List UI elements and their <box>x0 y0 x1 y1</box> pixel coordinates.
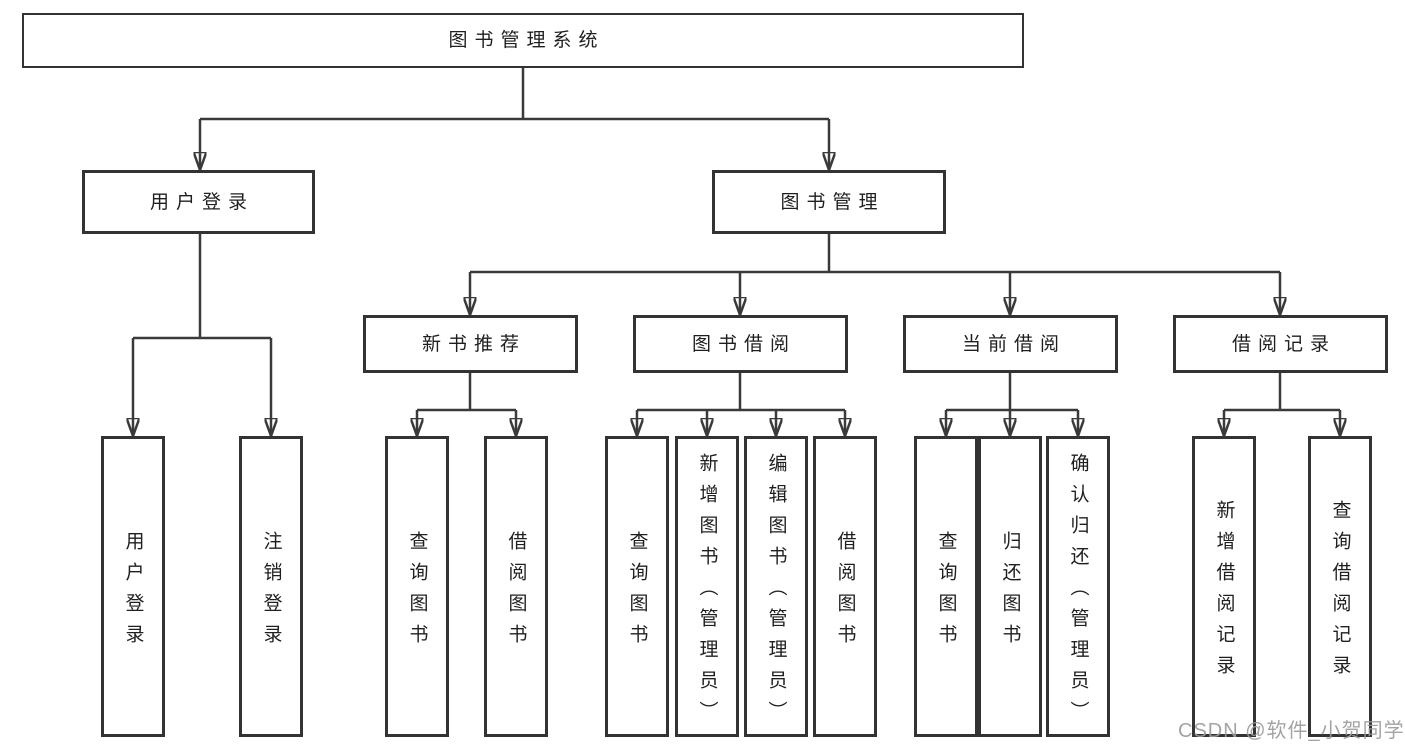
node-borrow-records-label: 借阅记录 <box>1231 333 1336 355</box>
connector-book-management-trunk <box>470 234 1280 274</box>
leaf-cb-query-books: 查询图书 <box>914 436 978 737</box>
leaf-cb-return-book-label: 归还图书 <box>999 530 1021 655</box>
node-user-login-label: 用户登录 <box>149 191 254 213</box>
leaf-br-add-record: 新增借阅记录 <box>1192 436 1256 737</box>
node-new-book-recommend-label: 新书推荐 <box>421 333 526 355</box>
node-book-management-label: 图书管理 <box>780 191 885 213</box>
leaf-bb-borrow-books: 借阅图书 <box>813 436 877 737</box>
node-borrow-records: 借阅记录 <box>1173 315 1388 373</box>
leaf-bb-add-book-admin: 新增图书（管理员） <box>675 436 739 737</box>
node-book-borrow-label: 图书借阅 <box>691 333 796 355</box>
leaf-cb-query-books-label: 查询图书 <box>935 530 957 655</box>
leaf-logout-label: 注销登录 <box>260 530 282 655</box>
watermark-text: CSDN @软件_小贺同学 <box>1178 720 1405 742</box>
node-new-book-recommend: 新书推荐 <box>363 315 578 373</box>
leaf-cb-return-book: 归还图书 <box>978 436 1042 737</box>
connector-book-borrow-trunk <box>637 373 845 412</box>
leaf-nb-borrow-books: 借阅图书 <box>484 436 548 737</box>
node-library-system-label: 图书管理系统 <box>448 30 605 51</box>
leaf-user-login: 用户登录 <box>101 436 165 737</box>
connector-current-borrow-trunk <box>946 373 1078 412</box>
leaf-nb-query-books: 查询图书 <box>385 436 449 737</box>
leaf-br-query-record-label: 查询借阅记录 <box>1329 499 1351 686</box>
leaf-bb-edit-book-admin-label: 编辑图书（管理员） <box>765 453 787 732</box>
leaf-bb-borrow-books-label: 借阅图书 <box>834 530 856 655</box>
leaf-cb-confirm-return-admin: 确认归还（管理员） <box>1046 436 1110 737</box>
node-book-management: 图书管理 <box>712 170 946 234</box>
node-book-borrow: 图书借阅 <box>633 315 848 373</box>
connector-borrow-records-trunk <box>1224 373 1340 412</box>
leaf-user-login-label: 用户登录 <box>122 530 144 655</box>
connector-root-trunk <box>200 68 829 121</box>
connector-user-login-trunk <box>133 234 271 340</box>
leaf-bb-edit-book-admin: 编辑图书（管理员） <box>744 436 808 737</box>
leaf-logout: 注销登录 <box>239 436 303 737</box>
leaf-bb-add-book-admin-label: 新增图书（管理员） <box>696 453 718 732</box>
leaf-br-query-record: 查询借阅记录 <box>1308 436 1372 737</box>
node-library-system: 图书管理系统 <box>22 13 1024 68</box>
node-current-borrow-label: 当前借阅 <box>961 333 1066 355</box>
leaf-cb-confirm-return-admin-label: 确认归还（管理员） <box>1067 453 1089 732</box>
leaf-nb-borrow-books-label: 借阅图书 <box>505 530 527 655</box>
connector-new-book-trunk <box>417 373 516 412</box>
leaf-bb-query-books: 查询图书 <box>605 436 669 737</box>
leaf-bb-query-books-label: 查询图书 <box>626 530 648 655</box>
leaf-br-add-record-label: 新增借阅记录 <box>1213 499 1235 686</box>
node-current-borrow: 当前借阅 <box>903 315 1118 373</box>
node-user-login: 用户登录 <box>82 170 315 234</box>
leaf-nb-query-books-label: 查询图书 <box>406 530 428 655</box>
